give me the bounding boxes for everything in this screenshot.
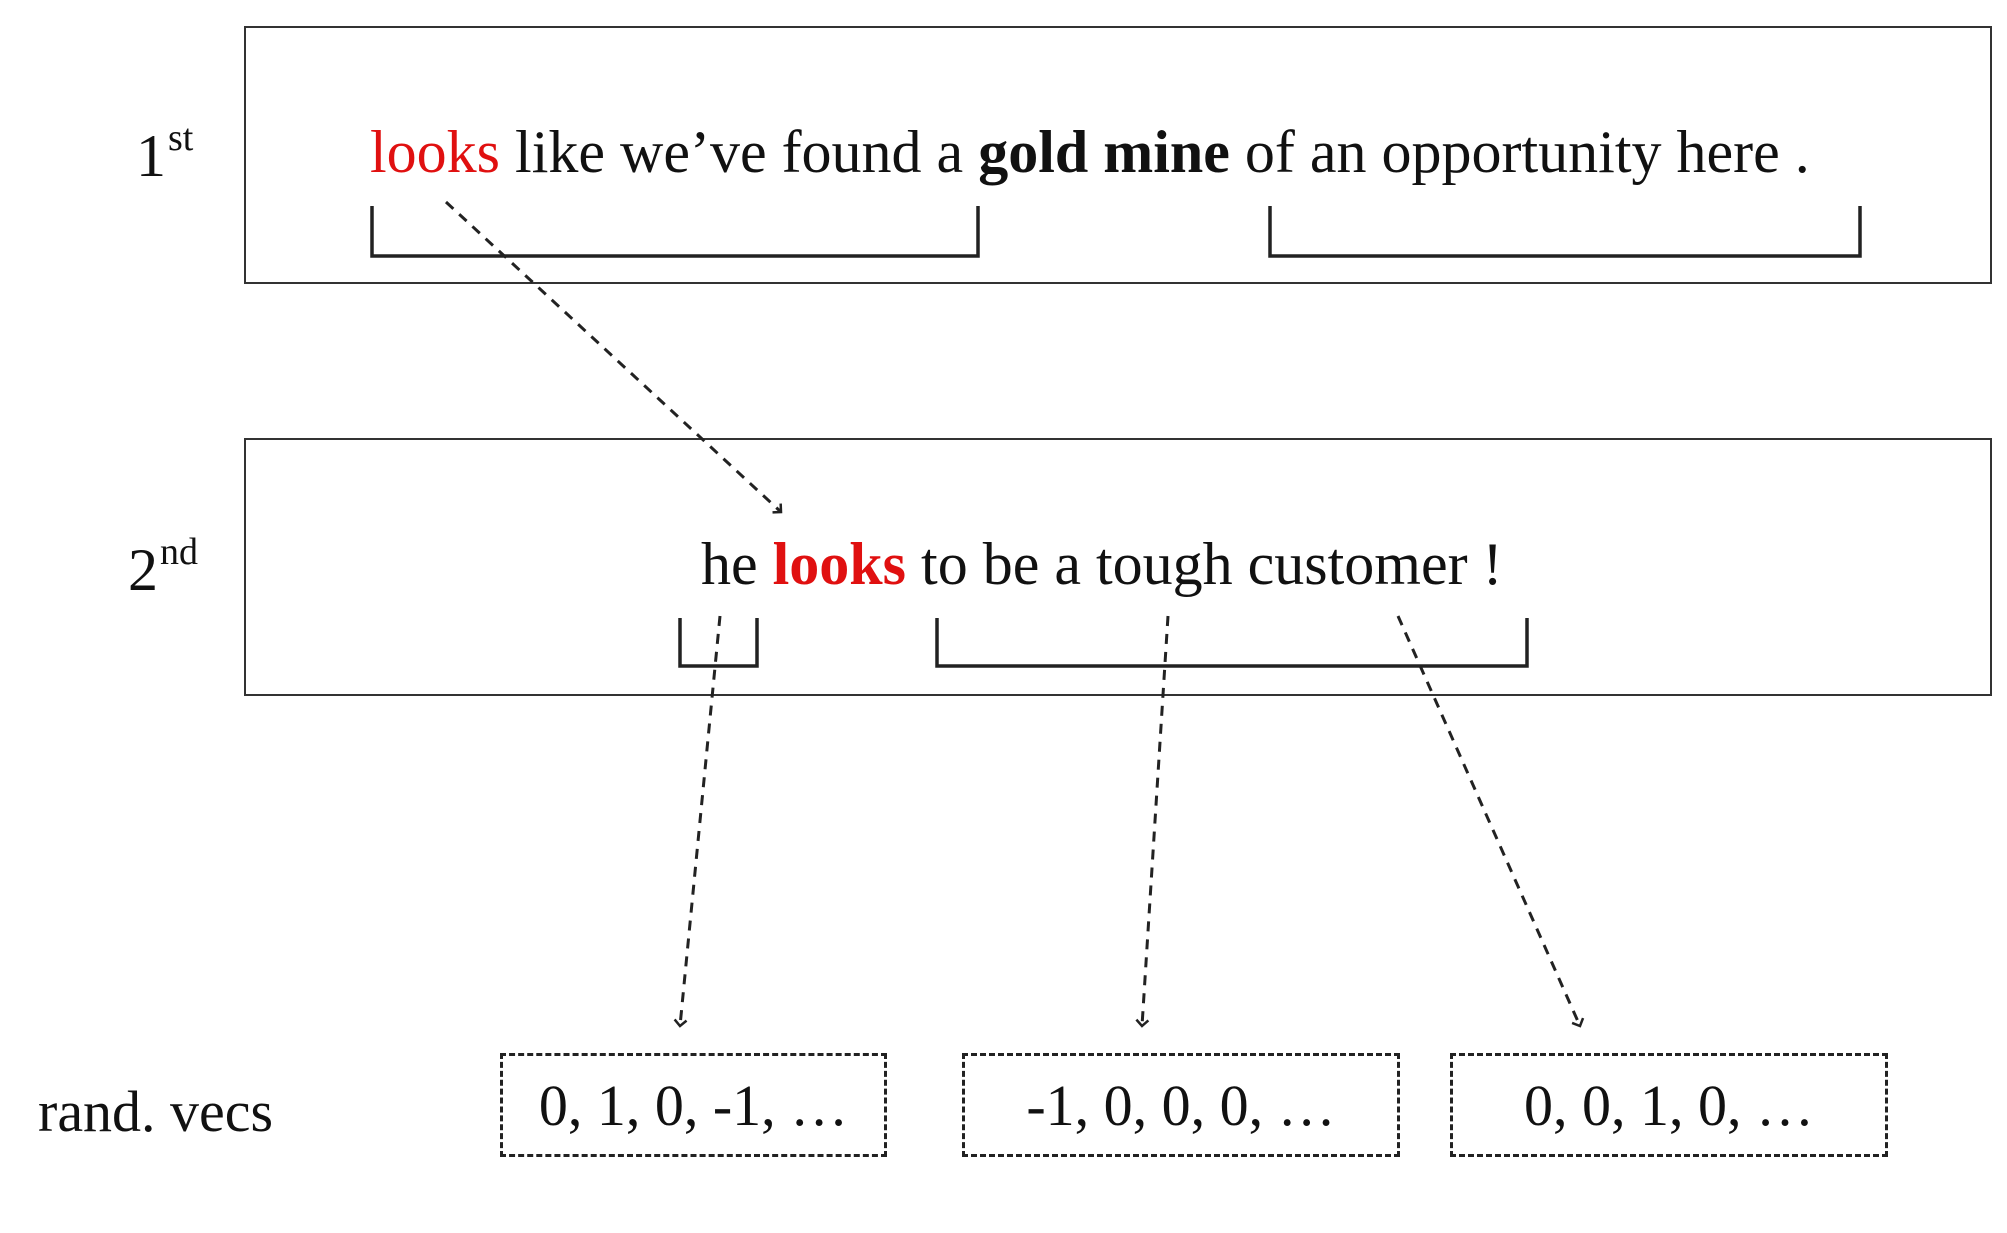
row-label-second: 2nd (128, 533, 198, 603)
sentence-second-text-b: to be a tough customer ! (906, 531, 1503, 597)
context-bracket-left-first (370, 206, 980, 258)
row-label-first: 1st (136, 119, 193, 189)
sentence-second: he looks to be a tough customer ! (701, 534, 1503, 594)
row-label-second-suffix: nd (160, 531, 198, 573)
arrow-first-to-second (444, 200, 783, 514)
arrow-to-vector-1 (673, 615, 722, 1028)
sentence-first: looks like we’ve found a gold mine of an… (370, 122, 1810, 182)
vector-box-1: 0, 1, 0, -1, … (500, 1053, 887, 1157)
bold-phrase-gold-mine: gold mine (978, 119, 1230, 185)
target-word-looks-bold: looks (772, 531, 907, 597)
vector-box-2: -1, 0, 0, 0, … (962, 1053, 1400, 1157)
context-bracket-right-first (1268, 206, 1862, 258)
row-label-first-suffix: st (168, 117, 194, 159)
row-label-second-number: 2 (128, 537, 158, 603)
vector-box-3: 0, 0, 1, 0, … (1450, 1053, 1888, 1157)
arrow-to-vector-3 (1396, 615, 1585, 1028)
context-bracket-right-second (935, 618, 1529, 668)
sentence-second-text-a: he (701, 531, 773, 597)
arrow-to-vector-2 (1135, 615, 1170, 1028)
sentence-first-text-b: of an opportunity here . (1229, 119, 1810, 185)
context-bracket-left-second (678, 618, 759, 668)
sentence-first-text-a: like we’ve found a (500, 119, 979, 185)
random-vectors-label: rand. vecs (38, 1079, 274, 1144)
row-label-first-number: 1 (136, 123, 166, 189)
target-word-looks: looks (370, 119, 501, 185)
sentence-frame-first (244, 26, 1992, 284)
sentence-frame-second (244, 438, 1992, 696)
